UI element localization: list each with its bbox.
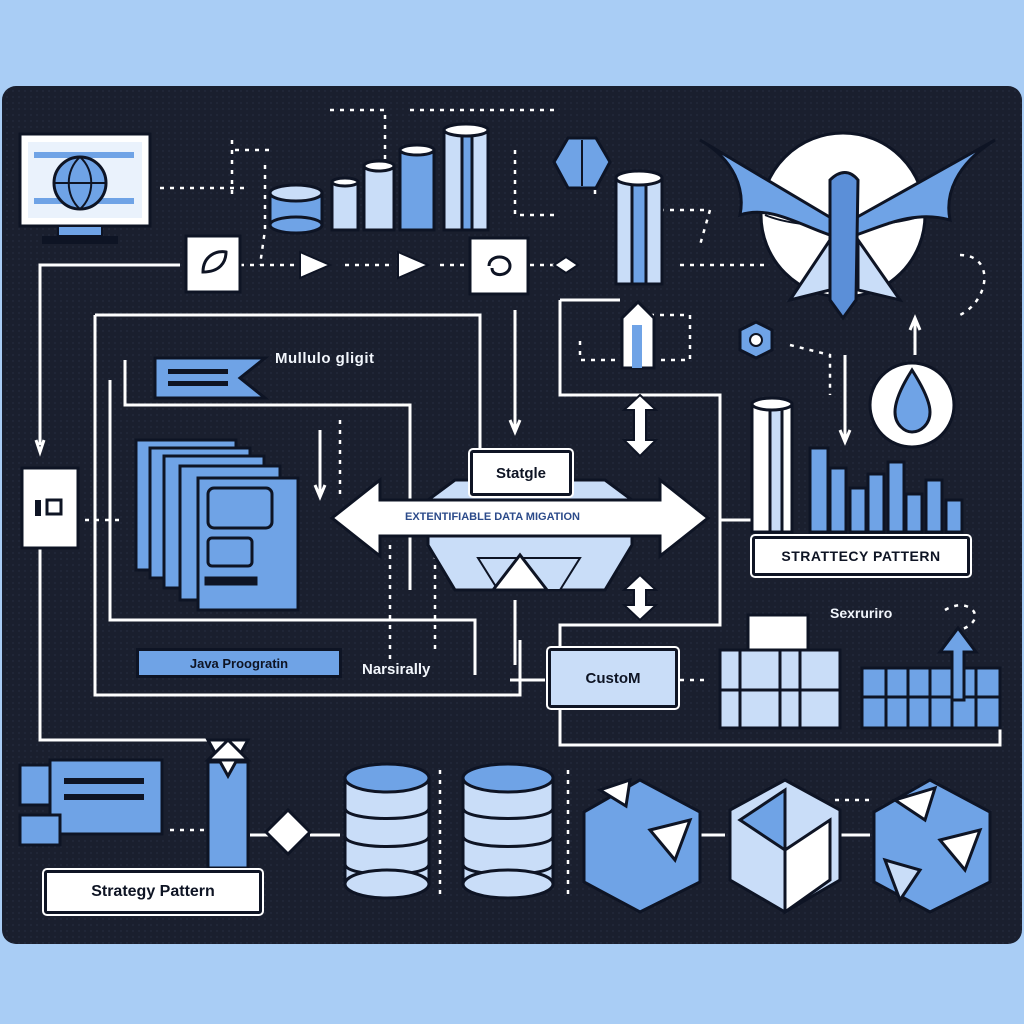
database-icon-bottom-2 xyxy=(461,762,555,900)
label-strategy-right: STRATTECY PATTERN xyxy=(752,536,970,576)
growth-grid-icon xyxy=(860,625,1002,730)
document-stack-icon xyxy=(134,438,300,612)
diamond-icon xyxy=(263,807,313,857)
gear-icon xyxy=(738,320,774,360)
hexagon-icon xyxy=(552,136,612,190)
database-icon xyxy=(268,183,324,235)
label-custom: CustoM xyxy=(548,648,678,708)
label-narsirally: Narsirally xyxy=(362,661,431,678)
database-icon-bottom-1 xyxy=(343,762,431,900)
swirl-icon xyxy=(468,236,530,296)
label-sexruriro: Sexruriro xyxy=(830,605,893,621)
label-banner: EXTENTIFIABLE DATA MIGATION xyxy=(405,511,580,523)
label-multi: Mullulo gligit xyxy=(275,350,375,367)
right-bar-chart xyxy=(750,396,964,534)
pencil-icon xyxy=(620,299,656,370)
bottom-doc-icon xyxy=(18,758,164,847)
label-strategy-bottom: Strategy Pattern xyxy=(44,870,262,914)
cylinder-icon xyxy=(614,169,664,286)
water-drop-icon xyxy=(868,361,956,449)
recycle-cube-icon-2 xyxy=(728,778,842,915)
recycle-cube-icon-3 xyxy=(872,778,992,914)
cube-blocks-icon xyxy=(718,613,842,730)
bar-chart-icon xyxy=(330,122,490,232)
label-stage: Statgle xyxy=(470,450,572,496)
label-java: Java Proogratin xyxy=(136,648,342,678)
monitor-globe-icon xyxy=(18,132,152,244)
double-arrow xyxy=(621,393,659,622)
recycle-cube-icon xyxy=(582,777,702,914)
flow-arrowheads xyxy=(299,250,580,280)
small-doc-icon xyxy=(20,466,80,550)
winged-creature-icon xyxy=(699,131,996,321)
down-arrow-icon xyxy=(204,737,252,870)
tag-label-icon xyxy=(153,356,270,400)
migration-banner xyxy=(329,476,711,592)
connector-lines xyxy=(34,263,1002,837)
leaf-icon xyxy=(184,234,242,294)
